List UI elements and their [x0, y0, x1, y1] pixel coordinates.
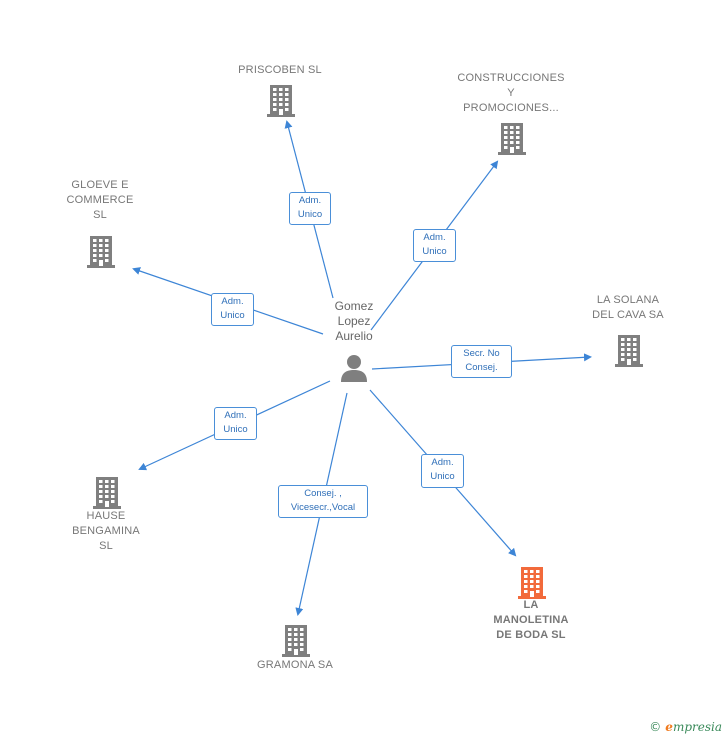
building-icon: [87, 236, 115, 268]
company-label-solana[interactable]: LA SOLANA DEL CAVA SA: [592, 294, 664, 321]
copyright-symbol: ©: [649, 720, 662, 734]
relation-label-priscoben[interactable]: Adm. Unico: [289, 192, 331, 225]
building-icon: [518, 567, 546, 599]
company-node-construcciones[interactable]: [496, 121, 528, 160]
relation-label-gloeve[interactable]: Adm. Unico: [211, 293, 254, 326]
relation-label-gramona[interactable]: Consej. , Vicesecr.,Vocal: [278, 485, 368, 518]
company-node-manoletina[interactable]: [516, 565, 548, 604]
person-label[interactable]: Gomez Lopez Aurelio: [334, 299, 374, 343]
building-icon: [615, 335, 643, 367]
building-icon: [282, 625, 310, 657]
empresia-logo: ©empresia: [649, 720, 722, 734]
company-node-solana[interactable]: [613, 333, 645, 372]
relation-label-hause[interactable]: Adm. Unico: [214, 407, 257, 440]
company-label-gloeve[interactable]: GLOEVE E COMMERCE SL: [66, 179, 134, 221]
person-node[interactable]: [339, 353, 369, 388]
company-label-hause[interactable]: HAUSE BENGAMINA SL: [72, 510, 140, 552]
brand-name: mpresia: [672, 720, 722, 734]
brand-initial: e: [665, 720, 673, 734]
company-label-construcciones[interactable]: CONSTRUCCIONES Y PROMOCIONES...: [457, 72, 565, 114]
company-label-manoletina[interactable]: LA MANOLETINA DE BODA SL: [493, 599, 569, 641]
company-label-gramona[interactable]: GRAMONA SA: [257, 659, 333, 671]
company-node-hause[interactable]: [91, 475, 123, 514]
company-label-priscoben[interactable]: PRISCOBEN SL: [238, 64, 322, 76]
building-icon: [267, 85, 295, 117]
relation-label-manoletina[interactable]: Adm. Unico: [421, 454, 464, 488]
company-node-priscoben[interactable]: [265, 83, 297, 122]
person-icon: [341, 355, 367, 382]
relation-label-solana[interactable]: Secr. No Consej.: [451, 345, 512, 378]
building-icon: [498, 123, 526, 155]
company-node-gramona[interactable]: [280, 623, 312, 662]
company-node-gloeve[interactable]: [85, 234, 117, 273]
relation-label-construcciones[interactable]: Adm. Unico: [413, 229, 456, 262]
building-icon: [93, 477, 121, 509]
